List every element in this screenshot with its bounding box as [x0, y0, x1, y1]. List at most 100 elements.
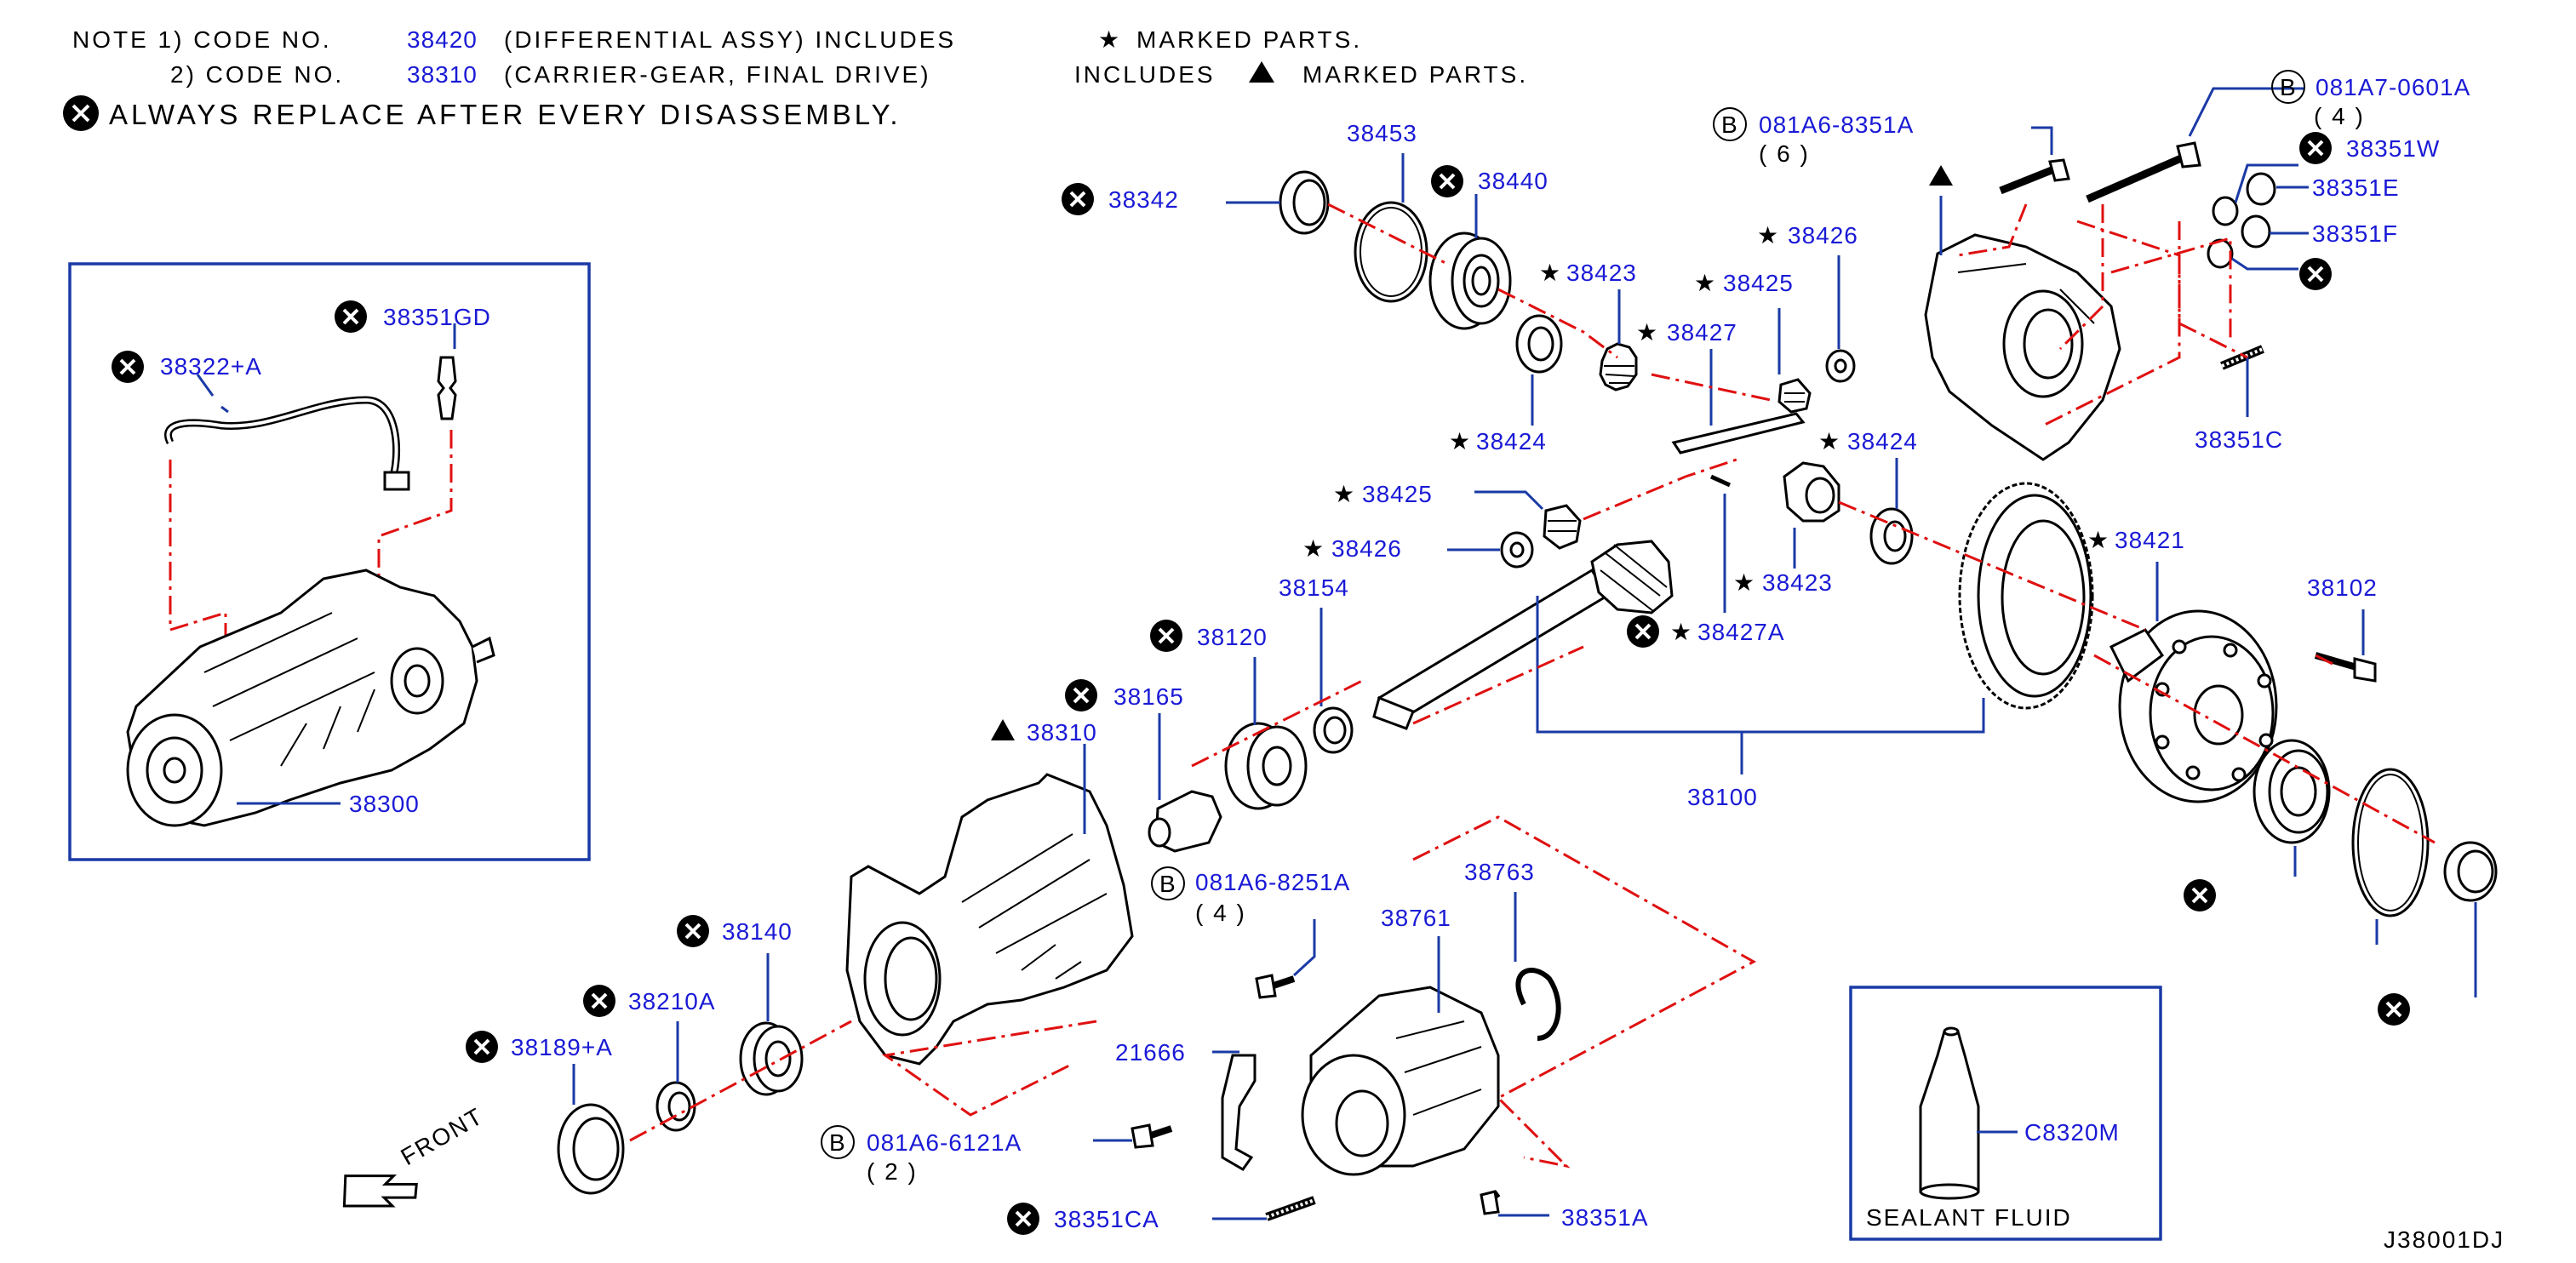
label-38210A: 38210A — [628, 988, 716, 1014]
note-line2-suffix: (CARRIER-GEAR, FINAL DRIVE) — [504, 61, 931, 88]
star-glyph: ★ — [1636, 319, 1659, 346]
label-38102: 38102 — [2307, 574, 2378, 601]
replace-x-icon — [2299, 132, 2332, 164]
bracket-21666 — [1221, 1054, 1257, 1171]
washer-38426-top — [1825, 349, 1856, 383]
label-38189A: 38189+A — [511, 1034, 613, 1060]
triangle-icon — [991, 719, 1015, 740]
label-38427A: 38427A — [1697, 619, 1785, 645]
b-circle-icon: B — [1713, 107, 1747, 141]
note-marked-parts: MARKED PARTS. — [1136, 26, 1362, 53]
diagram-id: J38001DJ — [2384, 1226, 2504, 1253]
label-38351C: 38351C — [2195, 426, 2283, 453]
breather-hose-38322A — [164, 396, 410, 491]
replace-x-icon — [2299, 258, 2332, 290]
star-glyph: ★ — [1733, 569, 1756, 596]
oil-seal-38342-top — [1279, 170, 1330, 235]
side-gear-38423-mid — [1783, 461, 1840, 523]
label-38165: 38165 — [1113, 683, 1184, 710]
svg-text:B: B — [1721, 111, 1739, 138]
rear-differential-assembly-38300 — [126, 569, 495, 827]
washer-38351W-top — [2212, 196, 2239, 226]
note-replace: ALWAYS REPLACE AFTER EVERY DISASSEMBLY. — [109, 99, 902, 130]
bolt-38351A — [1480, 1190, 1501, 1215]
bearing-38440-bottom — [2253, 739, 2331, 844]
star-glyph: ★ — [1539, 260, 1562, 286]
replace-x-icon — [466, 1031, 498, 1063]
replace-x-icon — [112, 351, 144, 383]
svg-text:B: B — [829, 1129, 847, 1156]
replace-x-icon — [583, 985, 615, 1017]
replace-x-icon — [2378, 993, 2410, 1026]
note-marked-parts-2: MARKED PARTS. — [1302, 61, 1528, 88]
label-38425-mid: 38425 — [1362, 481, 1433, 507]
sealant-bottle-icon — [1919, 1026, 1980, 1200]
replace-x-icon — [677, 915, 709, 947]
bearing-38140 — [739, 1021, 804, 1096]
replace-x-icon — [63, 95, 99, 131]
b-circle-icon: B — [2271, 70, 2305, 104]
label-38427: 38427 — [1667, 319, 1737, 346]
spacer-38154 — [1313, 706, 1354, 754]
label-081A6-8351A: 081A6-8351A — [1759, 111, 1914, 138]
stud-38351C — [2220, 345, 2264, 370]
side-gear-38423-top — [1599, 342, 1638, 391]
drive-pinion-gear — [1372, 540, 1674, 730]
note-line2-prefix: 2) CODE NO. — [170, 61, 344, 88]
replace-x-icon — [1627, 615, 1659, 648]
label-38322A: 38322+A — [160, 353, 262, 380]
replace-x-icon — [1065, 679, 1097, 712]
star-glyph: ★ — [1694, 270, 1717, 296]
star-glyph: ★ — [1449, 428, 1472, 454]
front-arrow-icon — [342, 1174, 418, 1208]
label-38154: 38154 — [1279, 574, 1349, 601]
snap-ring-38763 — [1515, 968, 1561, 1041]
label-081A6-8251A: 081A6-8251A — [1195, 869, 1350, 895]
star-glyph: ★ — [2087, 527, 2110, 553]
breather-cap-38351GD — [437, 356, 457, 420]
label-38424-right: 38424 — [1847, 428, 1918, 454]
star-glyph: ★ — [1670, 619, 1693, 645]
spacer-38210A — [655, 1081, 696, 1132]
label-38423-top: 38423 — [1566, 260, 1637, 286]
sealant-label: SEALANT FLUID — [1866, 1204, 2072, 1231]
note-line1-suffix: (DIFFERENTIAL ASSY) INCLUDES — [504, 26, 956, 53]
label-38453-top: 38453 — [1347, 120, 1417, 146]
label-38424-left: 38424 — [1476, 428, 1547, 454]
label-38351CA: 38351CA — [1054, 1206, 1159, 1232]
ring-gear-38421 — [1958, 482, 2094, 710]
label-38351W-top: 38351W — [2346, 135, 2440, 162]
bearing-38120 — [1224, 722, 1308, 810]
pinion-mate-38425-top — [1777, 378, 1812, 414]
label-38140: 38140 — [722, 918, 793, 945]
star-glyph: ★ — [1818, 428, 1841, 454]
bearing-38440-top — [1428, 231, 1512, 330]
stud-38351CA — [1265, 1196, 1316, 1221]
sealant-box — [1849, 986, 2162, 1241]
replace-x-icon — [335, 300, 367, 333]
b-circle-icon: B — [821, 1125, 855, 1159]
rear-cover-38761 — [1301, 986, 1500, 1176]
replace-x-icon — [2184, 879, 2216, 912]
label-38426-top: 38426 — [1788, 222, 1858, 249]
note-line1-code: 38420 — [407, 26, 478, 53]
triangle-icon — [1249, 61, 1274, 83]
b-circle-icon: B — [1151, 866, 1185, 900]
differential-case — [2109, 609, 2278, 803]
qty-081A6-6121A: ( 2 ) — [867, 1158, 918, 1185]
label-38761: 38761 — [1381, 905, 1451, 931]
star-glyph: ★ — [1333, 481, 1356, 507]
label-38423-mid: 38423 — [1762, 569, 1833, 596]
star-glyph: ★ — [1302, 535, 1325, 562]
label-38425-top: 38425 — [1723, 270, 1794, 296]
label-38351GD: 38351GD — [383, 304, 491, 330]
oil-seal-38342-bottom — [2443, 841, 2498, 902]
note-includes: INCLUDES — [1074, 61, 1216, 88]
replace-x-icon — [1062, 183, 1094, 215]
label-38426-mid: 38426 — [1331, 535, 1402, 562]
pinion-mate-38425-mid — [1543, 504, 1582, 550]
thrust-washer-38424-right — [1869, 507, 1914, 565]
collapsible-spacer-38165 — [1148, 790, 1222, 853]
housing-cover-upper — [1924, 233, 2121, 461]
note-line1-prefix: NOTE 1) CODE NO. — [72, 26, 332, 53]
